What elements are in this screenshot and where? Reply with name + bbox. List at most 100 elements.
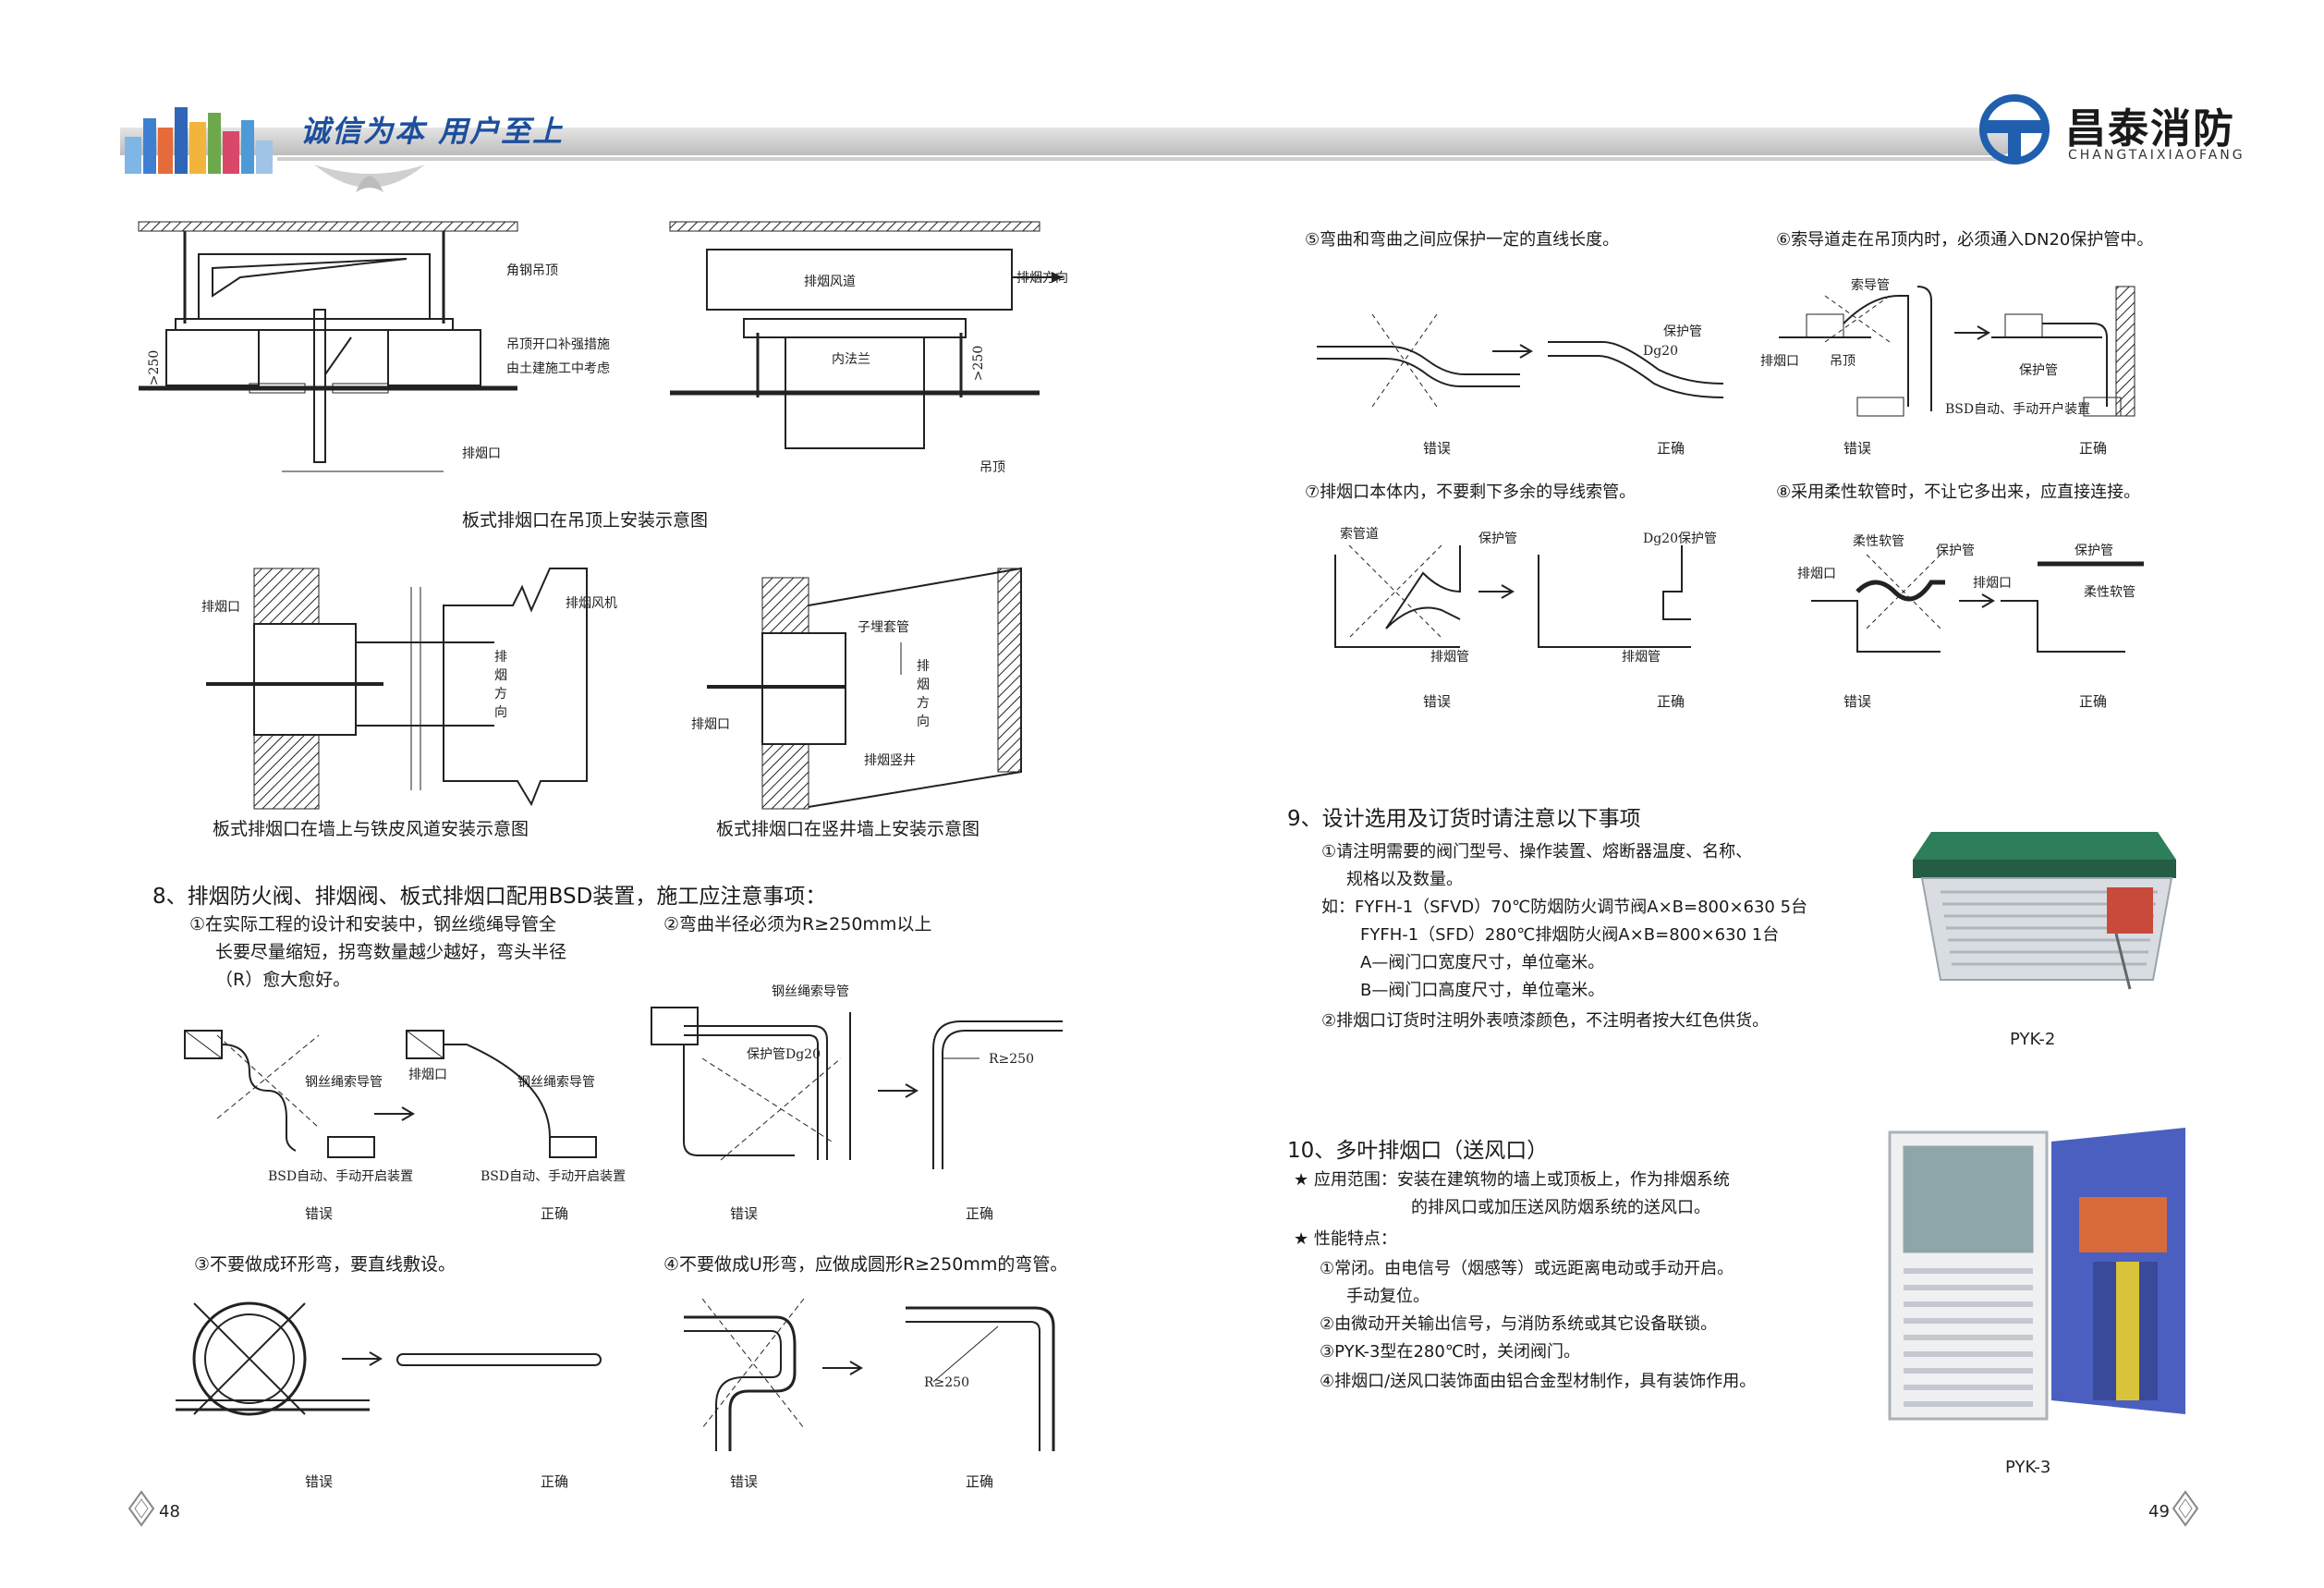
section10-line6: ②由微动开关输出信号，与消防系统或其它设备联锁。 — [1320, 1314, 1718, 1334]
city-skyline-logo — [125, 107, 273, 174]
fig3-caption: 板式排烟口在竖井墙上安装示意图 — [716, 819, 980, 839]
fig1-label-direction: 排烟方向 — [1016, 271, 1068, 286]
section10-line7: ③PYK-3型在280℃时，关闭阀门。 — [1320, 1342, 1581, 1362]
item8-label-protect: 保护管 — [1936, 544, 1975, 558]
page-number-left: 48 — [159, 1502, 180, 1521]
item7-label-smoke1: 排烟管 — [1430, 650, 1469, 665]
item8-label-protect2: 保护管 — [2075, 544, 2113, 558]
fig1-label-ceiling: 吊顶 — [979, 460, 1005, 475]
fig2-dir-char: 方 — [494, 687, 507, 702]
fig2-caption: 板式排烟口在墙上与铁皮风道安装示意图 — [213, 819, 529, 839]
section8-item4: ④不要做成U形弯，应做成圆形R≥250mm的弯管。 — [663, 1254, 1068, 1275]
item8: ⑧采用柔性软管时，不让它多出来，应直接连接。 — [1776, 483, 2141, 502]
item5-right: 正确 — [1657, 440, 1685, 457]
section8-item2: ②弯曲半径必须为R≥250mm以上 — [663, 914, 932, 934]
fig2-direction: 排 烟 方 向 — [494, 647, 513, 721]
fig2-dir-char: 向 — [494, 705, 507, 720]
item8-diagram — [1811, 554, 2144, 653]
item6-label-outlet: 排烟口 — [1760, 354, 1799, 369]
item5-diagram — [1317, 313, 1724, 408]
item6-right: 正确 — [2079, 440, 2108, 457]
fig3-label-shaft: 排烟竖井 — [864, 753, 916, 768]
item6-label-ceiling: 吊顶 — [1830, 354, 1856, 369]
section8-item3: ③不要做成环形弯，要直线敷设。 — [194, 1254, 456, 1275]
s8-label-guide-tube: 钢丝绳索导管 — [305, 1075, 383, 1090]
fig3-label-outlet: 排烟口 — [691, 717, 730, 732]
item7-label-cableway: 索管道 — [1340, 527, 1379, 542]
fig2-dir-char: 烟 — [494, 668, 507, 683]
fig3-dir-char: 排 — [917, 659, 930, 674]
fig3-dir-char: 向 — [917, 715, 930, 729]
section9-title: 9、设计选用及订货时请注意以下事项 — [1287, 807, 1641, 831]
item7-label-dg20protect: Dg20保护管 — [1643, 531, 1718, 546]
brand-name: 昌泰消防 — [2065, 105, 2235, 153]
s8-wrong-3: 错误 — [305, 1473, 334, 1490]
section10-line5: 手动复位。 — [1346, 1287, 1430, 1306]
section8-item1-line1: ①在实际工程的设计和安装中，钢丝缆绳导管全 — [189, 914, 557, 934]
slogan: 诚信为本 用户至上 — [300, 114, 565, 149]
section10-line3: ★ 性能特点： — [1294, 1229, 1397, 1249]
header-rule — [277, 157, 2014, 161]
item7-diagram — [1334, 544, 1691, 648]
section9-line3: 如：FYFH-1（SFVD）70℃防烟防火调节阀A×B=800×630 5台 — [1321, 898, 1808, 917]
item8-right: 正确 — [2079, 693, 2108, 710]
fig2-label-outlet: 排烟口 — [201, 600, 240, 615]
section8-title: 8、排烟防火阀、排烟阀、板式排烟口配用BSD装置，施工应注意事项： — [152, 885, 827, 909]
fig1-caption: 板式排烟口在吊顶上安装示意图 — [462, 510, 709, 531]
item8-label-outlet2: 排烟口 — [1973, 576, 2012, 591]
fig3-direction: 排 烟 方 向 — [917, 656, 935, 730]
s8-right-3: 正确 — [541, 1473, 569, 1490]
fig3-dir-char: 方 — [917, 696, 930, 711]
s8-right-2: 正确 — [966, 1205, 994, 1222]
pyk3-product-image — [1888, 1128, 2185, 1421]
fig1-ceiling-diagram-b — [669, 221, 1063, 449]
item7-label-protect: 保护管 — [1478, 531, 1517, 546]
fig3-shaft-diagram — [707, 567, 1022, 810]
section9-line2: 规格以及数量。 — [1346, 870, 1463, 889]
item6-diagram — [1779, 286, 2135, 417]
fig1-label-reinforce1: 吊顶开口补强措施 — [506, 337, 610, 352]
item7: ⑦排烟口本体内，不要剩下多余的导线索管。 — [1305, 483, 1637, 502]
s8-label-guide-tube3: 钢丝绳索导管 — [772, 984, 849, 999]
pyk2-product-image — [1913, 832, 2176, 990]
s8-label-guide-tube2: 钢丝绳索导管 — [517, 1075, 595, 1090]
pyk2-label: PYK-2 — [2010, 1030, 2056, 1049]
pyk3-label: PYK-3 — [2005, 1458, 2051, 1477]
s8-right-1: 正确 — [541, 1205, 569, 1222]
section8-item1-line2: 长要尽量缩短，拐弯数量越少越好，弯头半径 — [215, 942, 567, 962]
section9-line7: ②排烟口订货时注明外表喷漆颜色，不注明者按大红色供货。 — [1321, 1011, 1770, 1031]
fig1-label-angle: 角钢吊顶 — [506, 263, 558, 278]
item6-label-cable: 索导管 — [1851, 278, 1890, 293]
section9-line6: B—阀门口高度尺寸，单位毫米。 — [1360, 981, 1605, 1000]
brand-name-en: CHANGTAIXIAOFANG — [2068, 148, 2245, 163]
s8-wrong-2: 错误 — [730, 1205, 759, 1222]
item5-wrong: 错误 — [1423, 440, 1452, 457]
section10-line4: ①常闭。由电信号（烟感等）或远距离电动或手动开启。 — [1320, 1259, 1734, 1278]
item5: ⑤弯曲和弯曲之间应保护一定的直线长度。 — [1305, 230, 1620, 250]
section10-title: 10、多叶排烟口（送风口） — [1287, 1139, 1549, 1163]
item7-wrong: 错误 — [1423, 693, 1452, 710]
s8-wrong-1: 错误 — [305, 1205, 334, 1222]
header-band — [120, 128, 2014, 155]
item8-label-flex: 柔性软管 — [1853, 534, 1904, 549]
fig3-label-sleeve: 子埋套管 — [858, 620, 909, 635]
page-number-right: 49 — [2148, 1502, 2170, 1521]
section10-line8: ④排烟口/送风口装饰面由铝合金型材制作，具有装饰作用。 — [1320, 1372, 1757, 1391]
lotus-ornament-icon — [314, 165, 425, 192]
section9-line5: A—阀门口宽度尺寸，单位毫米。 — [1360, 953, 1605, 972]
corner-ornament-icon — [2172, 1490, 2199, 1527]
fig1-label-outlet: 排烟口 — [462, 446, 501, 461]
fig1-label-flange: 内法兰 — [832, 352, 870, 367]
s8-wrong-4: 错误 — [730, 1473, 759, 1490]
s8-diagram-route — [184, 1030, 597, 1158]
item7-label-smoke2: 排烟管 — [1622, 650, 1661, 665]
item6-wrong: 错误 — [1843, 440, 1872, 457]
fig2-wall-duct-diagram — [206, 568, 588, 810]
s8-label-r250-2: R≥250 — [924, 1375, 969, 1390]
fig1-label-duct: 排烟风道 — [804, 275, 856, 289]
section9-line1: ①请注明需要的阀门型号、操作装置、熔断器温度、名称、 — [1321, 842, 1753, 861]
s8-label-bsd-right: BSD自动、手动开启装置 — [481, 1169, 627, 1184]
s8-label-outlet: 排烟口 — [408, 1068, 447, 1082]
s8-diagram-ubend — [684, 1298, 1055, 1451]
item8-label-outlet1: 排烟口 — [1797, 567, 1836, 581]
